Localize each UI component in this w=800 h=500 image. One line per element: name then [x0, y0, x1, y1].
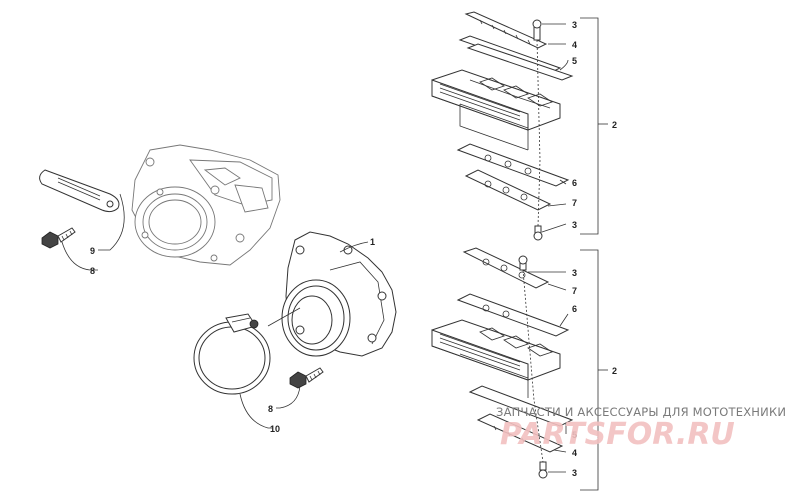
part-label-2-lower: 2 [612, 366, 617, 376]
part-label-7-upper: 7 [572, 198, 577, 208]
leader-lines-left [61, 193, 369, 429]
part-label-4-upper: 4 [572, 40, 577, 50]
bracket-strap [39, 169, 120, 213]
leader-lines-right [528, 17, 608, 491]
reed-assembly-upper [431, 11, 574, 241]
bolt-upper-left [41, 227, 76, 249]
part-label-3-c: 3 [572, 268, 577, 278]
part-label-6-lower: 6 [572, 304, 577, 314]
watermark: ЗАПЧАСТИ И АКСЕССУАРЫ ДЛЯ МОТОТЕХНИКИ PA… [496, 405, 786, 452]
part-label-1: 1 [370, 237, 375, 247]
part-label-8-left: 8 [90, 266, 95, 276]
part-label-6-upper: 6 [572, 178, 577, 188]
part-label-5-upper: 5 [572, 56, 577, 66]
watermark-caption: ЗАПЧАСТИ И АКСЕССУАРЫ ДЛЯ МОТОТЕХНИКИ [496, 405, 786, 419]
part-label-4-lower: 4 [572, 448, 577, 458]
part-number-labels: 1 2 2 3 3 3 3 4 4 5 5 6 6 7 7 8 8 9 10 [90, 20, 617, 478]
part-label-3-a: 3 [572, 20, 577, 30]
part-label-8-center: 8 [268, 404, 273, 414]
reed-assembly-lower [431, 247, 574, 479]
part-label-3-b: 3 [572, 220, 577, 230]
part-label-5-lower: 5 [572, 430, 577, 440]
engine-case-outline [131, 144, 281, 266]
watermark-logo: PARTSFOR.RU [500, 417, 735, 452]
bolt-lower-center [289, 367, 324, 389]
intake-adapter-flange [281, 231, 397, 357]
part-label-10: 10 [270, 424, 280, 434]
part-label-7-lower: 7 [572, 286, 577, 296]
part-label-2-upper: 2 [612, 120, 617, 130]
part-label-9: 9 [90, 246, 95, 256]
part-label-3-d: 3 [572, 468, 577, 478]
hose-clamp [193, 313, 271, 395]
